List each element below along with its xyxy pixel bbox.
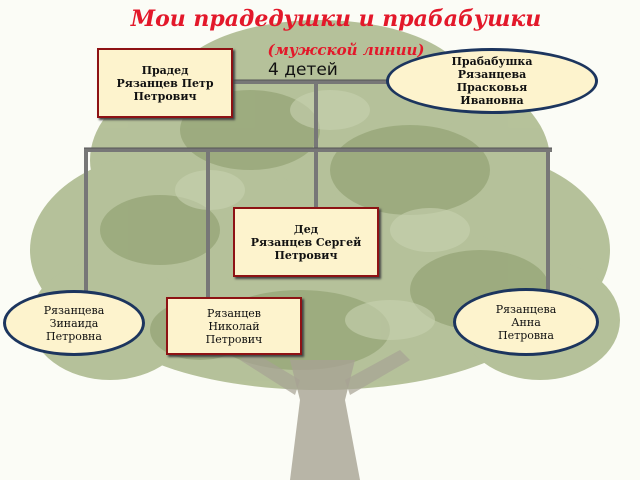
great-grandmother-role: Прабабушка	[451, 55, 533, 68]
great-grandmother-name: Прасковья	[456, 81, 528, 94]
anna-name: Анна	[511, 315, 541, 329]
children-count-label: 4 детей	[268, 60, 338, 80]
grandfather-patronymic: Петрович	[274, 248, 338, 262]
zinaida-oval: Рязанцева Зинаида Петровна	[3, 290, 145, 356]
grandfather-box: Дед Рязанцев Сергей Петрович	[233, 207, 379, 277]
grandfather-role: Дед	[293, 222, 319, 236]
great-grandmother-patronymic: Ивановна	[460, 94, 524, 107]
anna-oval: Рязанцева Анна Петровна	[453, 288, 599, 356]
great-grandfather-role: Прадед	[141, 63, 189, 77]
connector-lines	[84, 80, 552, 300]
zinaida-patronymic: Петровна	[46, 329, 102, 343]
nikolai-patronymic: Петрович	[205, 332, 263, 346]
zinaida-surname: Рязанцева	[43, 303, 105, 317]
nikolai-box: Рязанцев Николай Петрович	[166, 297, 302, 355]
page-title: Мои прадедушки и прабабушки	[130, 6, 542, 32]
great-grandmother-oval: Прабабушка Рязанцева Прасковья Ивановна	[386, 48, 598, 114]
anna-patronymic: Петровна	[498, 328, 554, 342]
anna-surname: Рязанцева	[495, 302, 557, 316]
great-grandfather-patronymic: Петрович	[133, 89, 197, 103]
grandfather-name: Рязанцев Сергей	[250, 235, 362, 249]
great-grandfather-box: Прадед Рязанцев Петр Петрович	[97, 48, 233, 118]
nikolai-name: Николай	[208, 319, 260, 333]
nikolai-surname: Рязанцев	[206, 306, 261, 320]
great-grandmother-surname: Рязанцева	[457, 68, 527, 81]
page-subtitle: (мужской линии)	[267, 41, 425, 59]
zinaida-name: Зинаида	[49, 316, 99, 330]
great-grandfather-name: Рязанцев Петр	[116, 76, 214, 90]
